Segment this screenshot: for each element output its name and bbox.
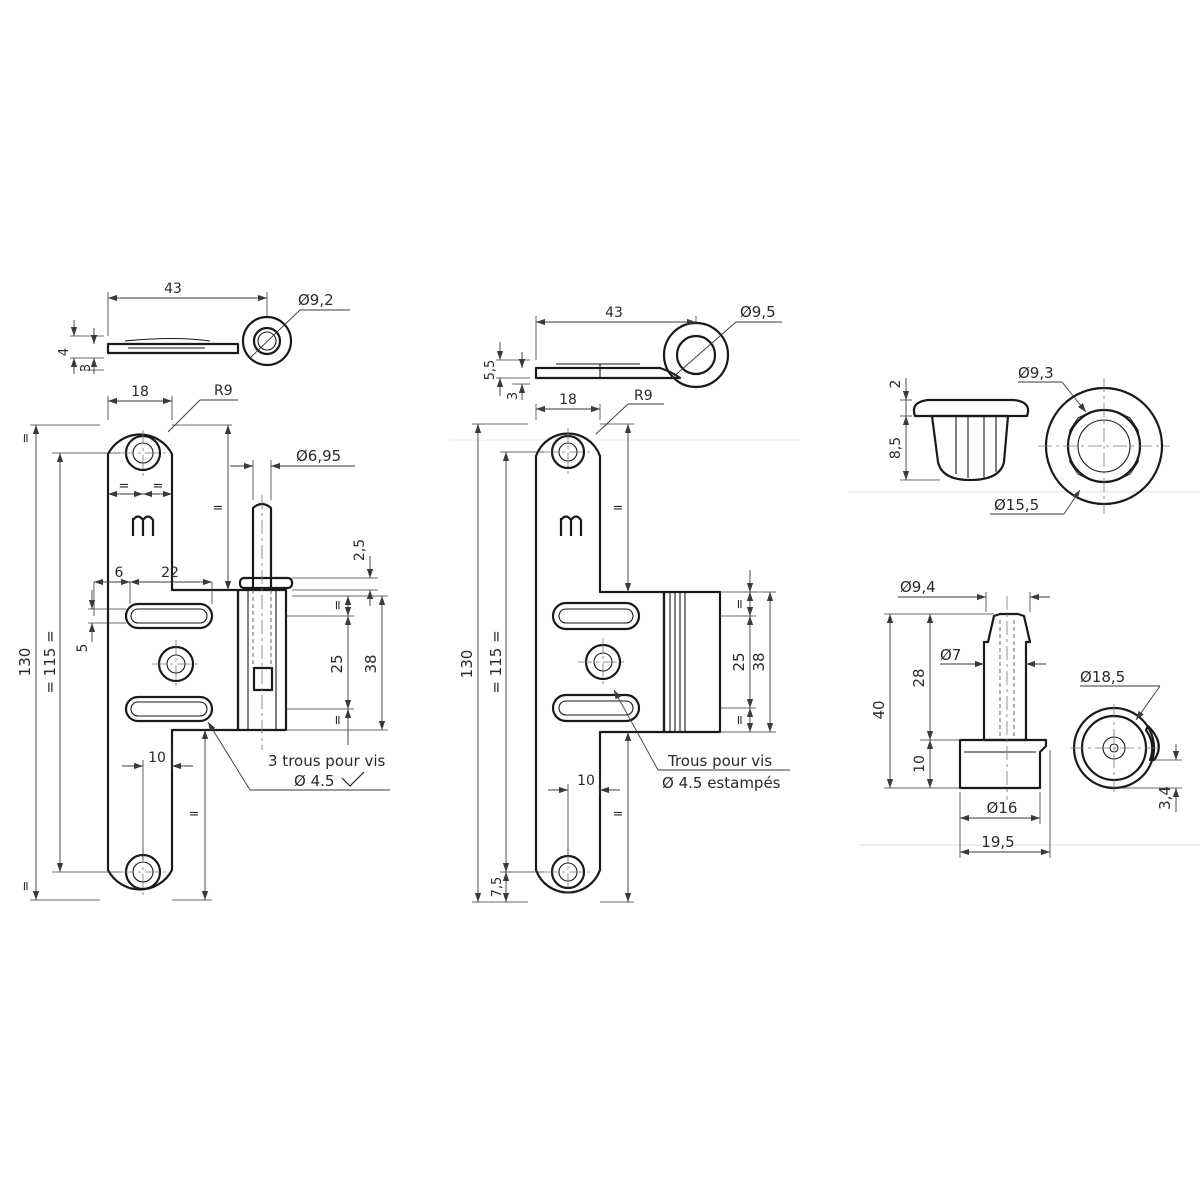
dim-dia-16: Ø16 xyxy=(987,799,1018,817)
dim-18: 18 xyxy=(131,384,149,400)
dim-dia-18-5: Ø18,5 xyxy=(1080,668,1125,686)
svg-text:=: = xyxy=(19,433,34,444)
dim-7-5: 7,5 xyxy=(490,877,505,898)
svg-text:=: = xyxy=(189,807,200,822)
note-screw-dia: Ø 4.5 estampés xyxy=(662,774,781,792)
dim-38: 38 xyxy=(750,652,768,671)
left-hinge: 43 Ø9,2 4 3 xyxy=(16,281,390,901)
dim-3-4: 3,4 xyxy=(1156,786,1174,810)
svg-text:=: = xyxy=(613,501,624,516)
dim-10: 10 xyxy=(912,755,928,773)
dim-dia-6-95: Ø6,95 xyxy=(296,447,341,465)
note-screw-holes: Trous pour vis xyxy=(667,752,772,770)
middle-hinge: 43 Ø9,5 5,5 3 xyxy=(458,303,790,903)
dim-3: 3 xyxy=(79,364,94,372)
dim-2-5: 2,5 xyxy=(352,539,368,561)
bushing: 2 8,5 Ø9,3 Ø15,5 xyxy=(888,364,1170,515)
middle-hinge-front-view: 18 R9 130 = 115 = 7,5 = = xyxy=(458,388,790,903)
bushing-end-view: Ø9,3 Ø15,5 xyxy=(990,364,1170,515)
middle-hinge-top-view: 43 Ø9,5 5,5 3 xyxy=(483,303,782,400)
dim-28: 28 xyxy=(910,668,928,687)
dim-10: 10 xyxy=(148,750,166,766)
dim-10: 10 xyxy=(577,773,595,789)
svg-text:=: = xyxy=(213,501,224,516)
pin-end-view: Ø18,5 3,4 xyxy=(1070,668,1182,812)
svg-text:=: = xyxy=(153,479,164,494)
pin: Ø9,4 Ø7 28 10 40 Ø16 19,5 xyxy=(870,578,1182,858)
dim-130: 130 xyxy=(458,650,476,679)
dim-4: 4 xyxy=(57,348,72,356)
dim-19-5: 19,5 xyxy=(981,833,1014,851)
pin-side-view: Ø9,4 Ø7 28 10 40 Ø16 19,5 xyxy=(870,578,1051,858)
dim-115: = 115 = xyxy=(487,630,505,693)
dim-dia-15-5: Ø15,5 xyxy=(994,496,1039,514)
svg-text:=: = xyxy=(733,599,748,610)
bushing-side-view: 2 8,5 xyxy=(888,378,1030,482)
dim-3: 3 xyxy=(506,392,521,400)
dim-18: 18 xyxy=(559,392,577,408)
dim-2: 2 xyxy=(888,380,904,389)
svg-text:=: = xyxy=(119,479,130,494)
dim-38: 38 xyxy=(362,654,380,673)
dim-dia-9-3: Ø9,3 xyxy=(1018,364,1054,382)
svg-text:=: = xyxy=(331,600,346,611)
dim-25: 25 xyxy=(730,652,748,671)
dim-43: 43 xyxy=(605,305,623,321)
dim-22: 22 xyxy=(161,565,179,581)
svg-text:=: = xyxy=(331,715,346,726)
note-screw-dia: Ø 4.5 xyxy=(294,772,334,790)
svg-text:=: = xyxy=(19,881,34,892)
dim-dia-9-5: Ø9,5 xyxy=(740,303,776,321)
dim-dia-9-2: Ø9,2 xyxy=(298,291,334,309)
left-hinge-top-view: 43 Ø9,2 4 3 xyxy=(57,281,350,374)
svg-text:=: = xyxy=(733,715,748,726)
dim-25: 25 xyxy=(328,654,346,673)
dim-6: 6 xyxy=(115,565,124,581)
note-screw-holes: 3 trous pour vis xyxy=(268,752,385,770)
dim-r9: R9 xyxy=(634,388,653,404)
dim-115: = 115 = xyxy=(41,630,59,693)
left-hinge-front-view: 18 R9 = = 130 = = = 115 = xyxy=(16,383,390,901)
dim-r9: R9 xyxy=(214,383,233,399)
dim-dia-9-4: Ø9,4 xyxy=(900,578,936,596)
dim-43: 43 xyxy=(164,281,182,297)
dim-5-5: 5,5 xyxy=(483,360,498,381)
dim-40: 40 xyxy=(870,700,888,719)
svg-text:=: = xyxy=(613,807,624,822)
dim-8-5: 8,5 xyxy=(888,437,904,459)
dim-5: 5 xyxy=(75,644,91,653)
dim-dia-7: Ø7 xyxy=(940,646,961,664)
dim-130: 130 xyxy=(16,648,34,677)
